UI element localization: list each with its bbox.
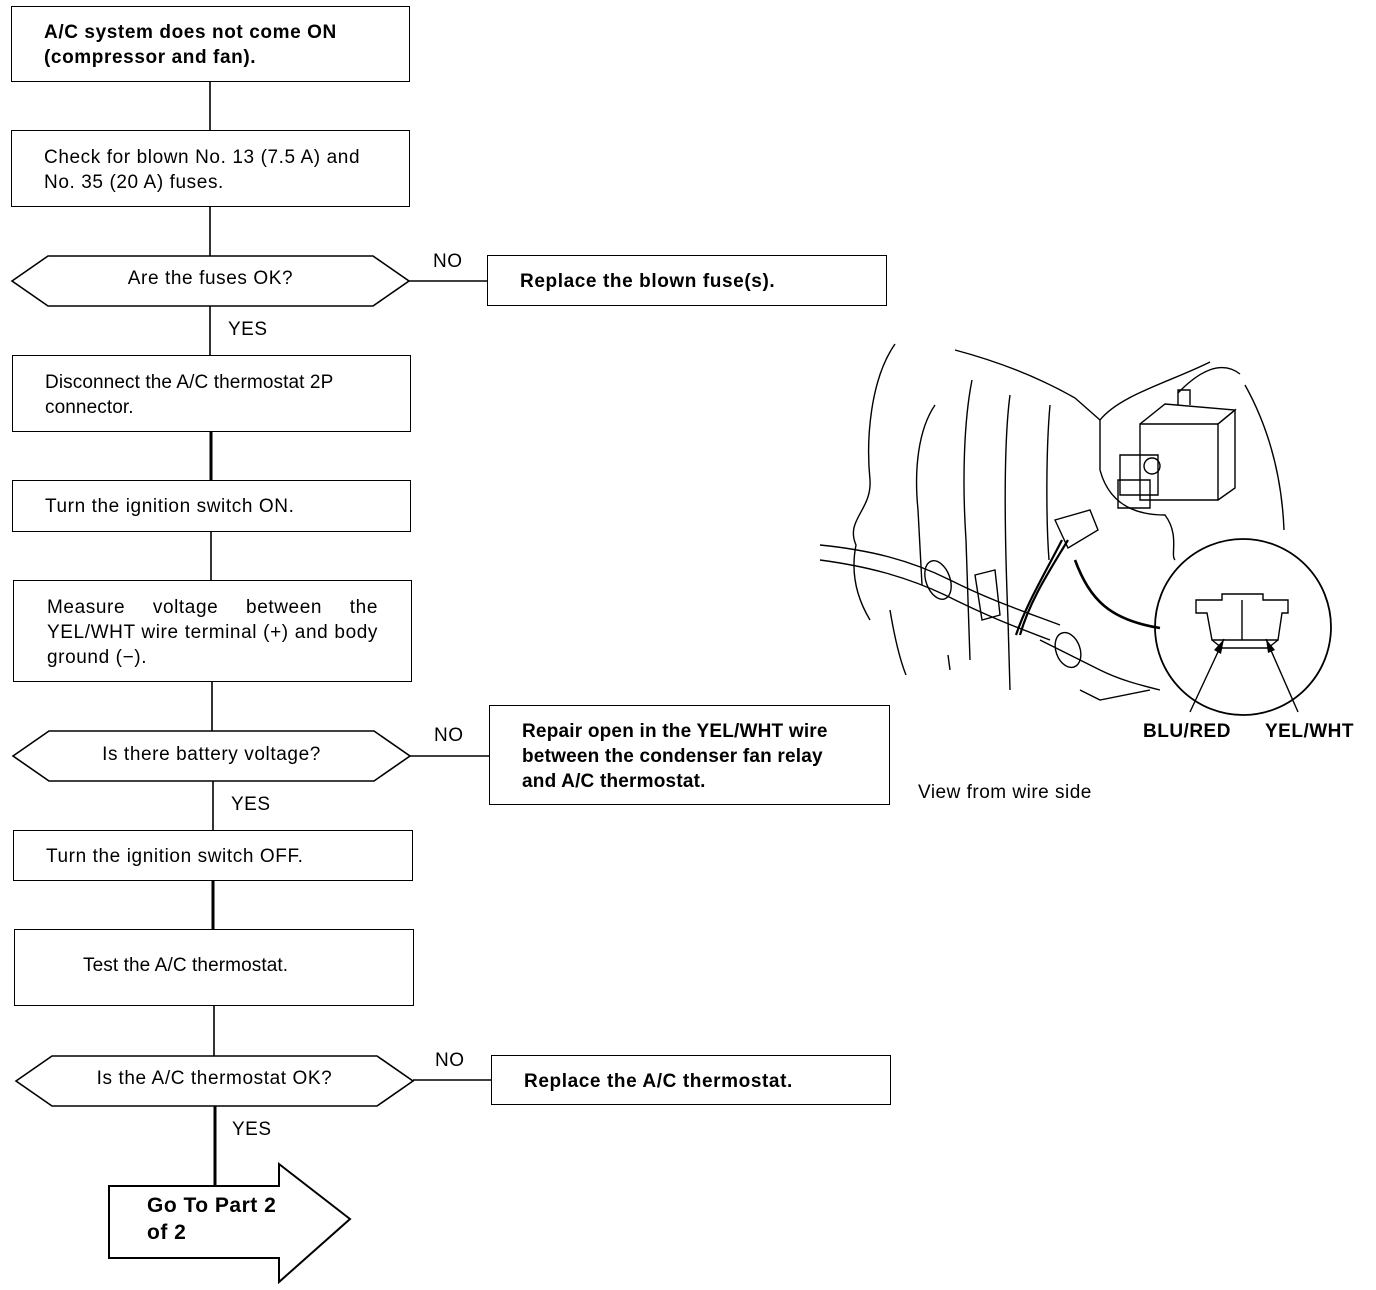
decision-fuses-shape — [10, 255, 411, 307]
decision-voltage-text: Is there battery voltage? — [102, 744, 321, 765]
step-check-fuses-box: Check for blown No. 13 (7.5 A) and No. 3… — [11, 130, 410, 207]
action-replace-thermostat-text: Replace the A/C thermostat. — [524, 1071, 793, 1092]
wire-label-yel-wht: YEL/WHT — [1265, 721, 1354, 742]
label-yes-2: YES — [231, 794, 271, 815]
label-no-1: NO — [433, 251, 463, 272]
step-ignition-on-box: Turn the ignition switch ON. — [12, 480, 411, 532]
thermostat-location-illustration — [819, 343, 1332, 716]
step-ignition-on-text: Turn the ignition switch ON. — [45, 496, 295, 517]
decision-thermostat-shape — [14, 1055, 415, 1107]
step-measure-box: Measure voltage between the YEL/WHT wire… — [13, 580, 412, 682]
action-repair-wire-text: Repair open in the YEL/WHT wire between … — [522, 721, 828, 792]
step-ignition-off-text: Turn the ignition switch OFF. — [46, 846, 304, 867]
label-yes-1: YES — [228, 319, 268, 340]
goto-part-text: Go To Part 2 of 2 — [147, 1194, 277, 1244]
action-replace-fuse-box: Replace the blown fuse(s). — [487, 255, 887, 306]
step-measure-text: Measure voltage between the YEL/WHT wire… — [47, 597, 378, 668]
label-no-3: NO — [435, 1050, 465, 1071]
decision-thermostat-text: Is the A/C thermostat OK? — [96, 1068, 333, 1089]
decision-fuses-text: Are the fuses OK? — [127, 268, 294, 289]
step-ignition-off-box: Turn the ignition switch OFF. — [13, 830, 413, 881]
decision-voltage-shape — [11, 730, 412, 782]
goto-arrow-shape — [108, 1161, 352, 1285]
step-disconnect-text: Disconnect the A/C thermostat 2P connect… — [45, 372, 333, 418]
step-test-thermostat-text: Test the A/C thermostat. — [83, 955, 289, 976]
action-replace-fuse-text: Replace the blown fuse(s). — [520, 271, 776, 292]
step-start-text: A/C system does not come ON (compressor … — [44, 22, 337, 68]
illustration-caption: View from wire side — [918, 782, 1092, 803]
label-no-2: NO — [434, 725, 464, 746]
step-test-thermostat-box: Test the A/C thermostat. — [14, 929, 414, 1006]
step-start-box: A/C system does not come ON (compressor … — [11, 6, 410, 82]
action-replace-thermostat-box: Replace the A/C thermostat. — [491, 1055, 891, 1105]
action-repair-wire-box: Repair open in the YEL/WHT wire between … — [489, 705, 890, 805]
pointer-arrowheads — [1214, 639, 1275, 654]
step-check-fuses-text: Check for blown No. 13 (7.5 A) and No. 3… — [44, 147, 361, 193]
step-disconnect-box: Disconnect the A/C thermostat 2P connect… — [12, 355, 411, 432]
wire-label-blu-red: BLU/RED — [1143, 721, 1231, 742]
label-yes-3: YES — [232, 1119, 272, 1140]
